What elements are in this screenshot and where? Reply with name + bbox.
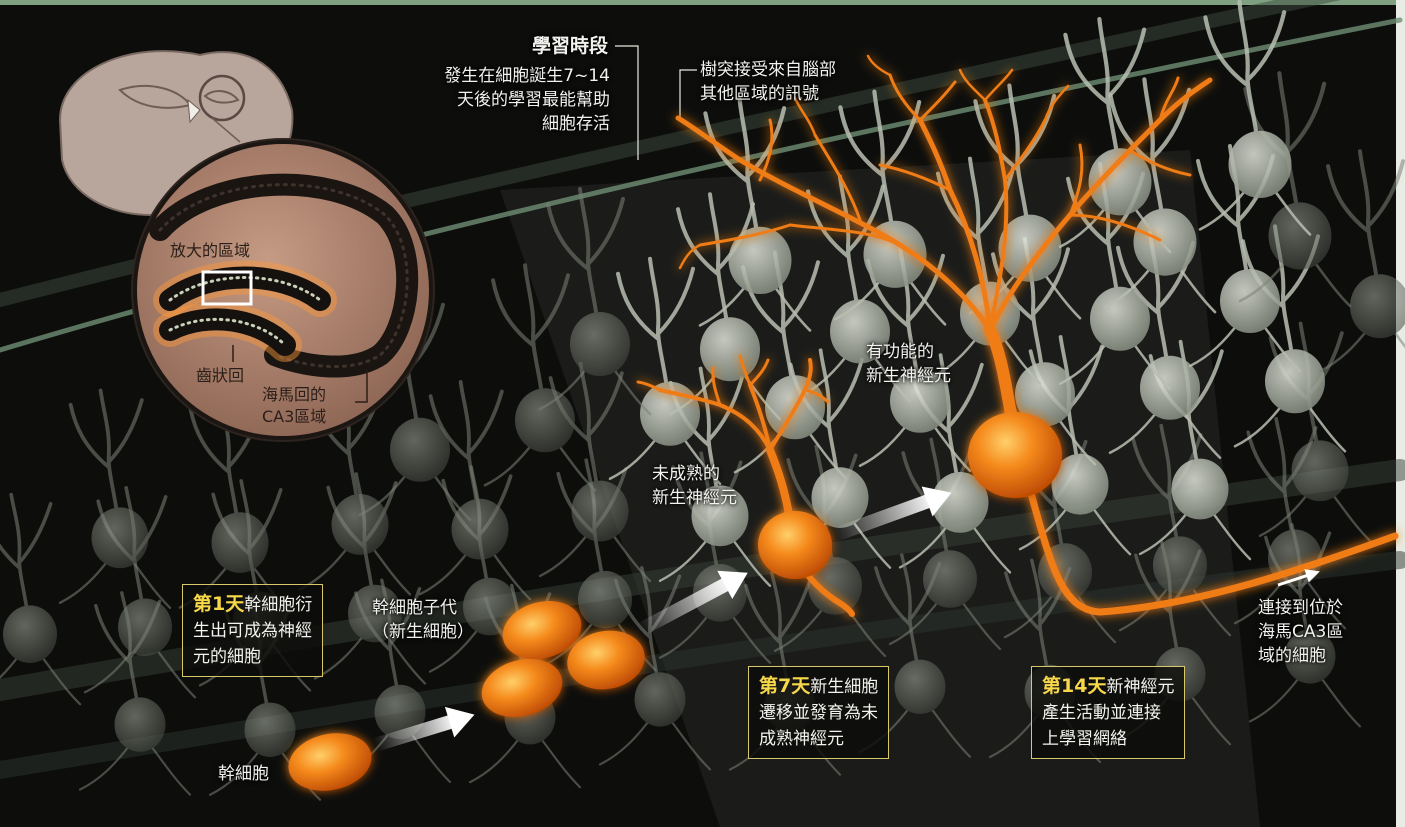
functional-label-line: 新生神經元 (866, 364, 951, 388)
step-text: 成熟神經元 (759, 726, 878, 752)
connect-label-line: 連接到位於 (1258, 596, 1343, 620)
step-text: 元的細胞 (193, 644, 312, 670)
step-day-label: 第7天 (759, 675, 810, 697)
magnified-area-label: 放大的區域 (170, 240, 250, 262)
connect-label: 連接到位於 海馬CA3區 域的細胞 (1258, 596, 1343, 668)
functional-neuron-label: 有功能的 新生神經元 (866, 340, 951, 388)
step-day-label: 第14天 (1042, 675, 1106, 697)
dendrite-label-line: 樹突接受來自腦部 (700, 58, 836, 82)
immature-label-line: 未成熟的 (652, 462, 737, 486)
step-text: 幹細胞衍 (244, 595, 312, 615)
immature-neuron-label: 未成熟的 新生神經元 (652, 462, 737, 510)
immature-label-line: 新生神經元 (652, 486, 737, 510)
learning-window-title: 學習時段 (470, 34, 608, 58)
step-text: 產生活動並連接 (1042, 700, 1174, 726)
dendrite-label-line: 其他區域的訊號 (700, 82, 836, 106)
step-text: 新神經元 (1106, 677, 1174, 697)
learning-window-desc: 發生在細胞誕生7~14 天後的學習最能幫助 細胞存活 (390, 64, 610, 136)
ca3-label-line: CA3區域 (262, 406, 326, 428)
connect-label-line: 域的細胞 (1258, 644, 1343, 668)
step-text: 遷移並發育為未 (759, 700, 878, 726)
stem-cell-label: 幹細胞 (218, 762, 269, 786)
ca3-label: 海馬回的 CA3區域 (262, 384, 326, 428)
step-day-14: 第14天新神經元 產生活動並連接 上學習網絡 (1031, 666, 1185, 759)
right-border (1396, 0, 1405, 827)
top-border (0, 0, 1405, 5)
learning-desc-line: 發生在細胞誕生7~14 (390, 64, 610, 88)
dendrite-label: 樹突接受來自腦部 其他區域的訊號 (700, 58, 836, 106)
step-text: 生出可成為神經 (193, 618, 312, 644)
step-day-7: 第7天新生細胞 遷移並發育為未 成熟神經元 (748, 666, 889, 759)
learning-desc-line: 細胞存活 (390, 112, 610, 136)
ca3-label-line: 海馬回的 (262, 384, 326, 406)
dentate-gyrus-label: 齒狀回 (196, 365, 244, 387)
functional-label-line: 有功能的 (866, 340, 951, 364)
learning-desc-line: 天後的學習最能幫助 (390, 88, 610, 112)
progeny-label: 幹細胞子代 （新生細胞） (372, 596, 474, 644)
connect-label-line: 海馬CA3區 (1258, 620, 1343, 644)
step-day-1: 第1天幹細胞衍 生出可成為神經 元的細胞 (182, 584, 323, 677)
progeny-label-line: （新生細胞） (372, 620, 474, 644)
progeny-label-line: 幹細胞子代 (372, 596, 474, 620)
step-text: 新生細胞 (810, 677, 878, 697)
step-text: 上學習網絡 (1042, 726, 1174, 752)
step-day-label: 第1天 (193, 593, 244, 615)
